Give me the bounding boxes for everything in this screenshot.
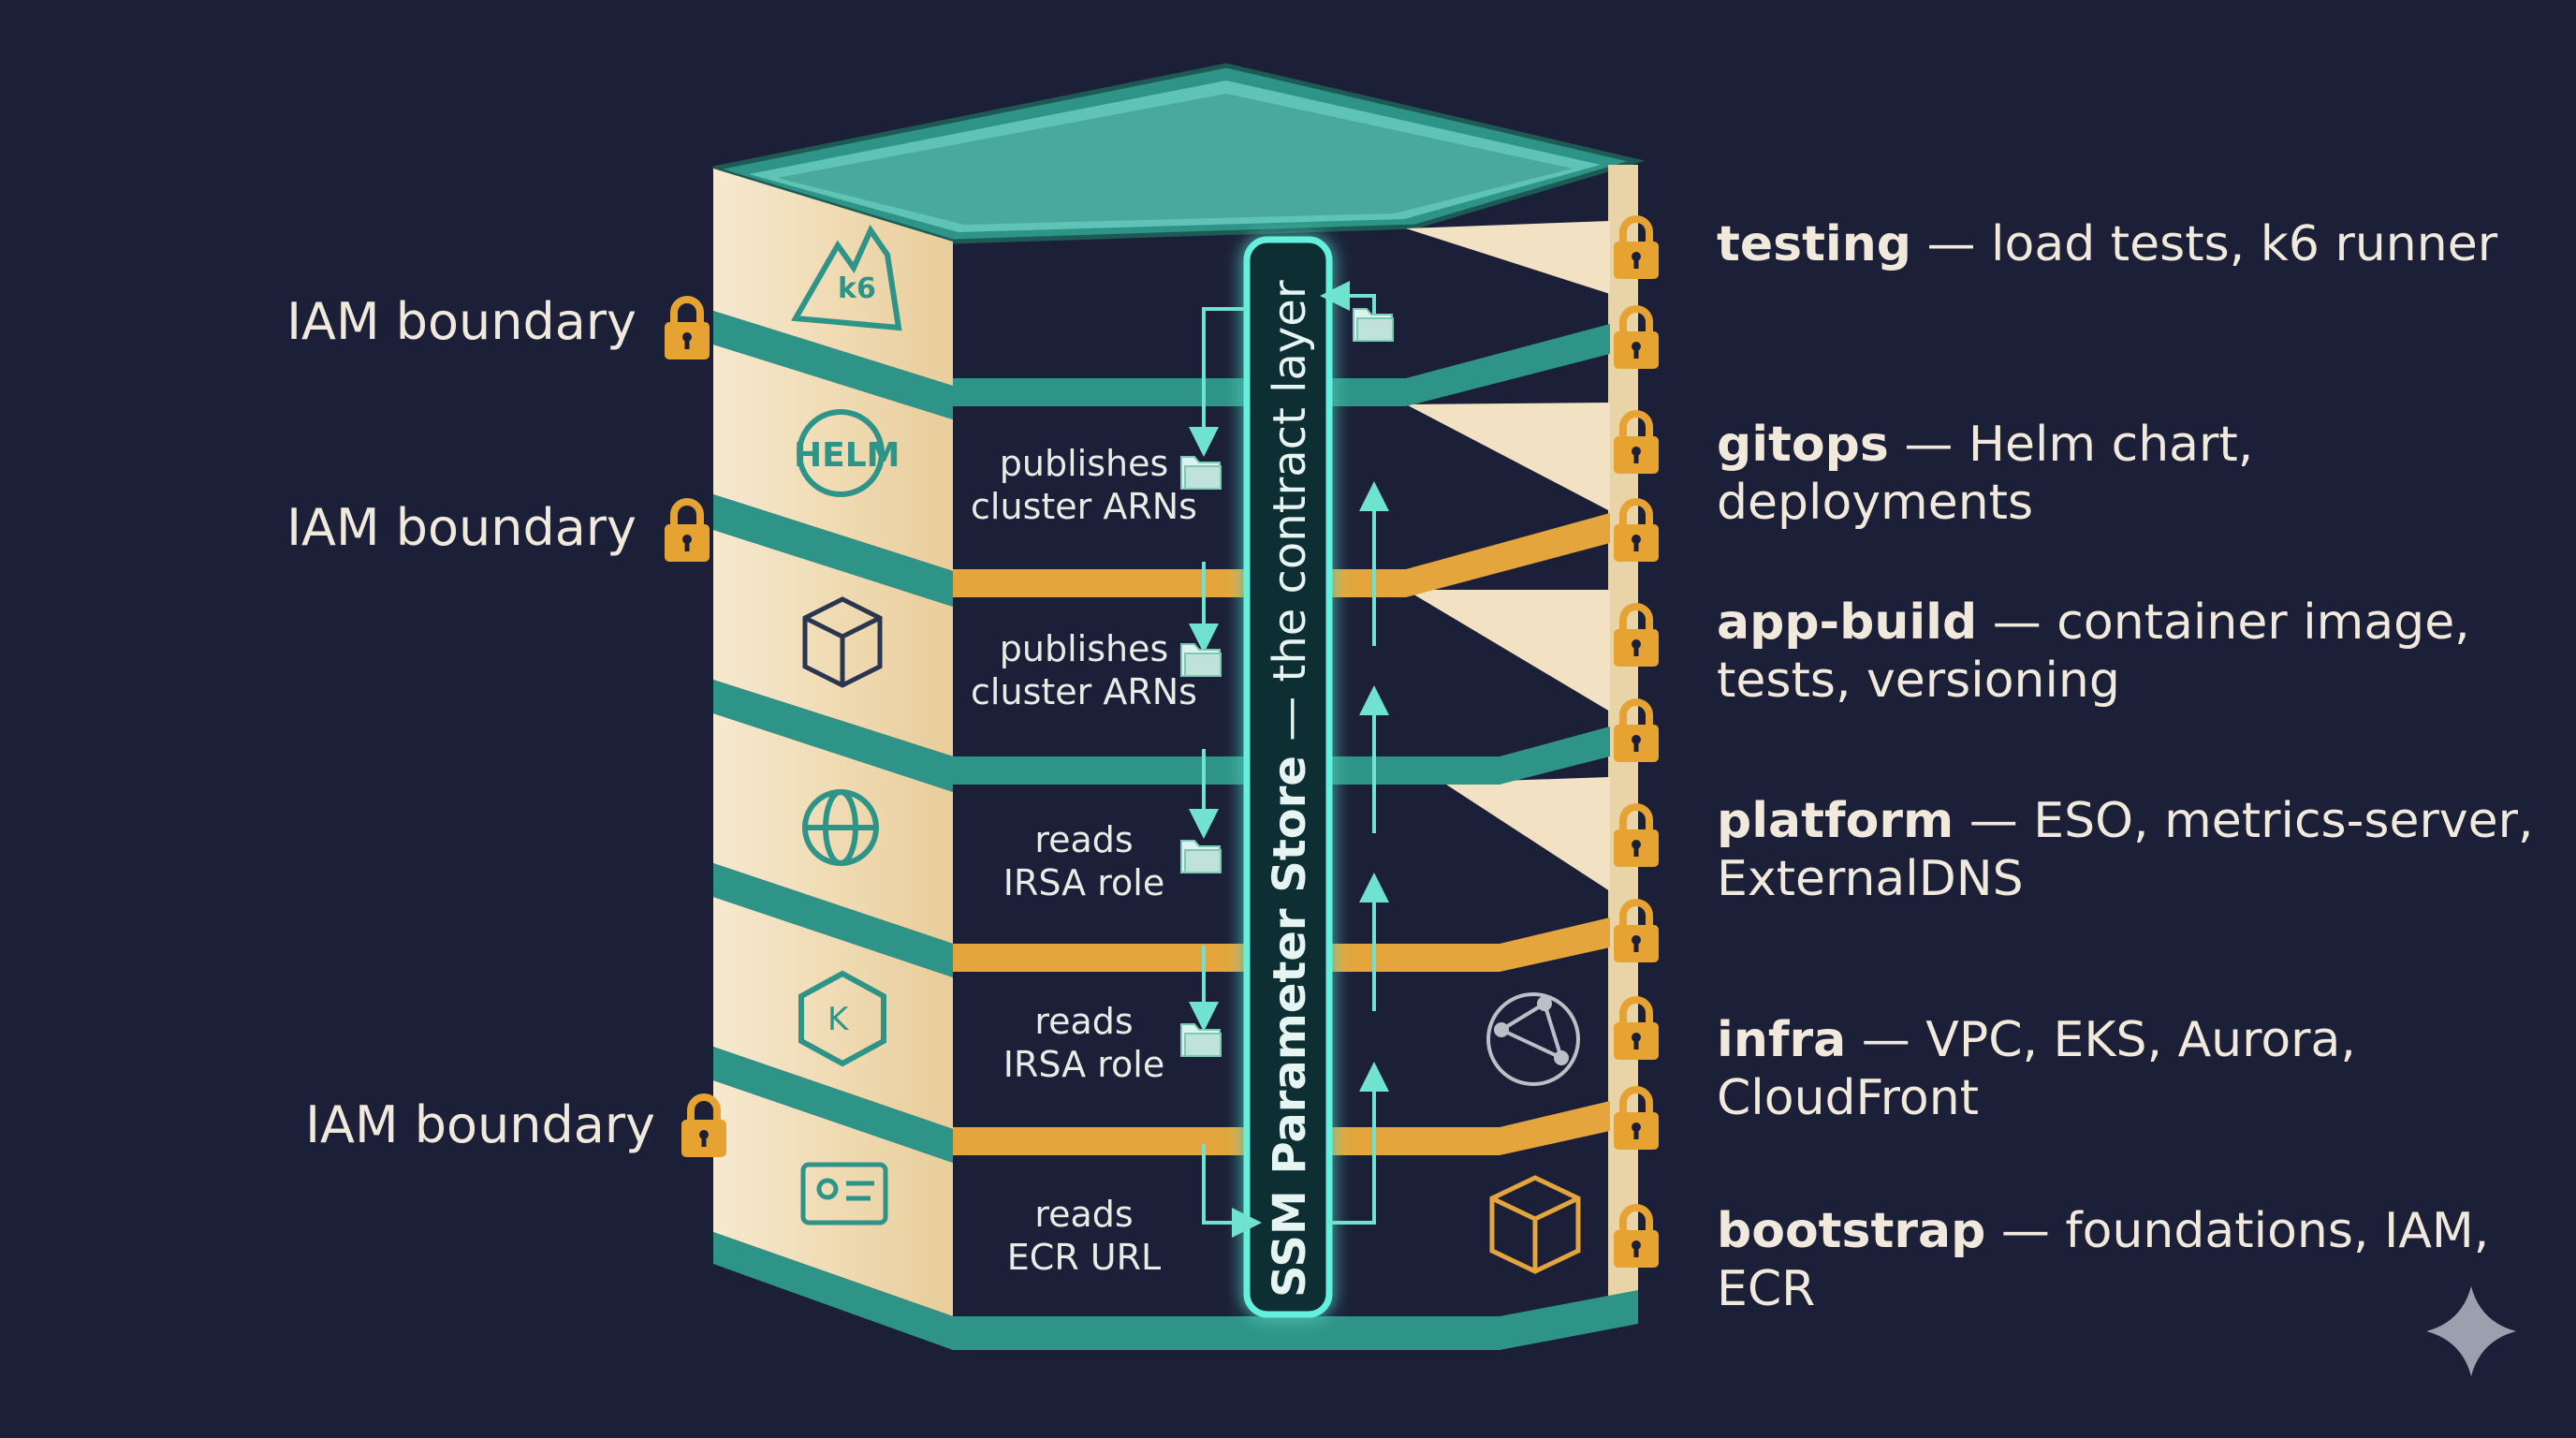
svg-text:K: K	[827, 1001, 850, 1038]
cube-icon	[1489, 1175, 1581, 1274]
iam-boundary-label: IAM boundary	[286, 292, 637, 351]
kubernetes-hexagon-icon: K	[798, 970, 886, 1067]
iam-boundary-label: IAM boundary	[305, 1095, 655, 1154]
network-globe-icon	[1486, 992, 1580, 1086]
ssm-column-label: SSM Parameter Store — the contract layer	[1264, 280, 1316, 1298]
layer-label-testing: testing — load tests, k6 runner	[1717, 216, 2498, 272]
layer-label-app-build: app-build — container image, tests, vers…	[1717, 594, 2470, 709]
ssm-column	[1243, 236, 1333, 1318]
package-box-icon	[802, 596, 883, 688]
tower-left-wall	[713, 169, 953, 1350]
layer-label-infra: infra — VPC, EKS, Aurora, CloudFront	[1717, 1012, 2356, 1126]
layer-label-bootstrap: bootstrap — foundations, IAM, ECR	[1717, 1203, 2490, 1317]
k6-mountain-icon: k6	[791, 224, 902, 331]
layer-label-platform: platform — ESO, metrics-server, External…	[1717, 793, 2534, 907]
iam-boundary-label: IAM boundary	[286, 498, 637, 557]
globe-gear-icon	[802, 789, 879, 866]
svg-text:HELM: HELM	[794, 436, 900, 475]
floor-bars	[953, 324, 1638, 1350]
tower-right-wall	[1406, 221, 1610, 891]
sparkle-icon	[2426, 1286, 2516, 1376]
layer-label-gitops: gitops — Helm chart, deployments	[1717, 417, 2254, 531]
tower-roof	[712, 63, 1646, 244]
helm-wheel-icon: HELM	[794, 409, 900, 497]
svg-text:k6: k6	[838, 272, 876, 305]
flow-arrows-down	[1189, 307, 1262, 1238]
id-card-icon	[800, 1162, 888, 1225]
